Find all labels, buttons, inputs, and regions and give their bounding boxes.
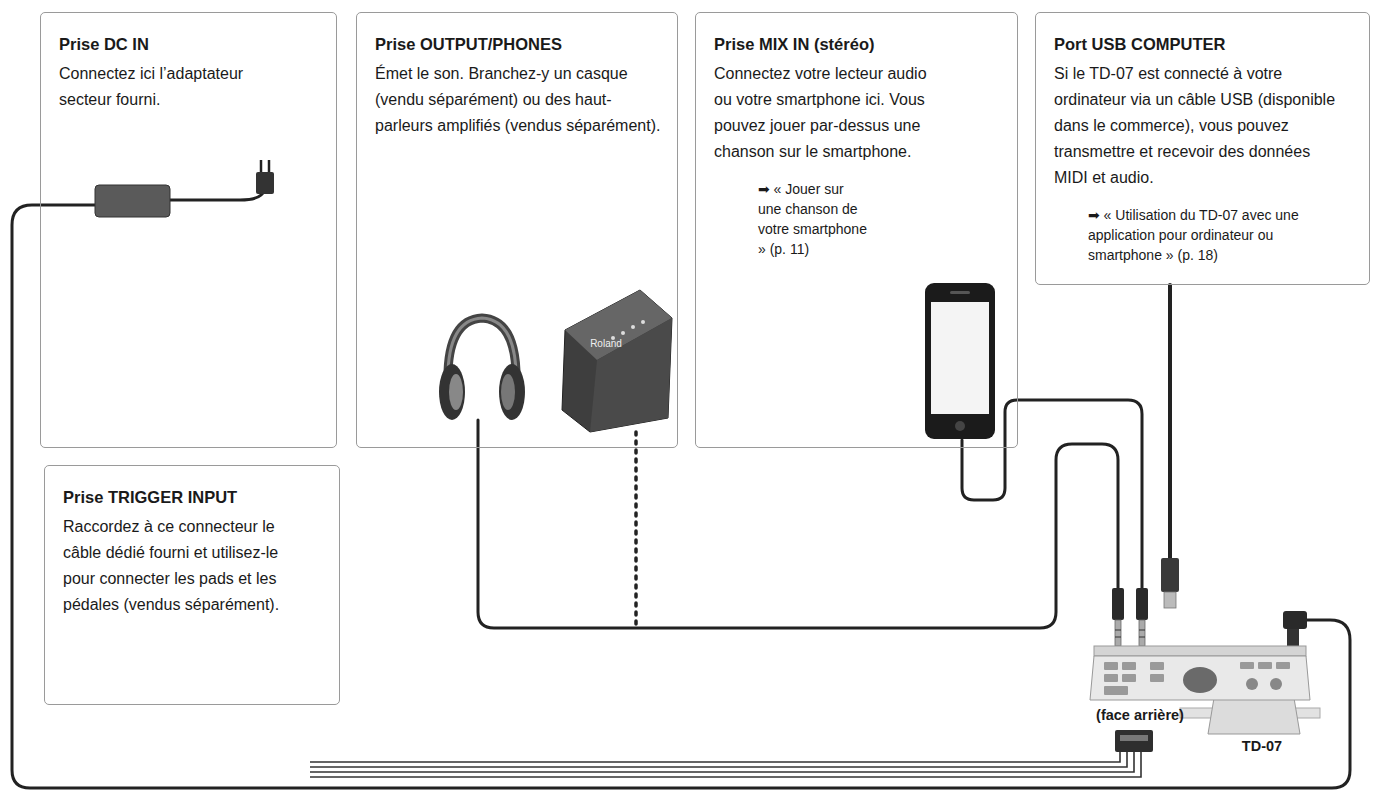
box-body: Émet le son. Branchez-y un casque (vendu… [375,61,665,139]
plugs [1112,558,1307,647]
box-body: Connectez ici l’adaptateur secteur fourn… [59,61,294,113]
cables [12,190,1350,788]
info-box: Prise OUTPUT/PHONES Émet le son. Branchez… [356,12,678,448]
headphones [439,318,525,420]
speaker-link [634,432,638,624]
info-box: Prise MIX IN (stéréo) Connectez votre lec… [695,12,1018,448]
box-heading: Prise OUTPUT/PHONES [375,33,661,55]
trigger-connector [1115,730,1153,752]
power-cable [12,205,1350,788]
info-box: Port USB COMPUTER Si le TD-07 est connect… [1035,12,1370,285]
usb-cable [1168,285,1172,560]
trigger-cable [310,752,1141,777]
td07-module [1090,646,1320,752]
brand-mark: Roland [590,338,622,349]
box-body: Si le TD-07 est connecté à votre ordinat… [1054,61,1344,191]
box-heading: Port USB COMPUTER [1054,33,1353,55]
page-reference: ➡ « Utilisation du TD-07 avec une applic… [1088,205,1350,265]
page-reference: ➡ « Jouer sur une chanson de votre smart… [758,179,870,259]
adapter-cord [170,190,264,200]
amplified-speaker [562,290,672,432]
box-body: Raccordez à ce connecteur le câble dédié… [63,514,303,618]
headphone-cable [478,420,1118,628]
view-note: (face arrière) [1096,707,1184,723]
info-box: Prise TRIGGER INPUT Raccordez à ce connec… [44,465,340,705]
box-body: Connectez votre lecteur audio ou votre s… [714,61,929,165]
box-heading: Prise DC IN [59,33,320,55]
smartphone [925,283,995,439]
box-heading: Prise TRIGGER INPUT [63,486,323,508]
device-name: TD-07 [1242,738,1282,754]
info-box: Prise DC IN Connectez ici l’adaptateur se… [40,12,337,448]
ac-adapter [95,160,274,217]
box-heading: Prise MIX IN (stéréo) [714,33,1001,55]
